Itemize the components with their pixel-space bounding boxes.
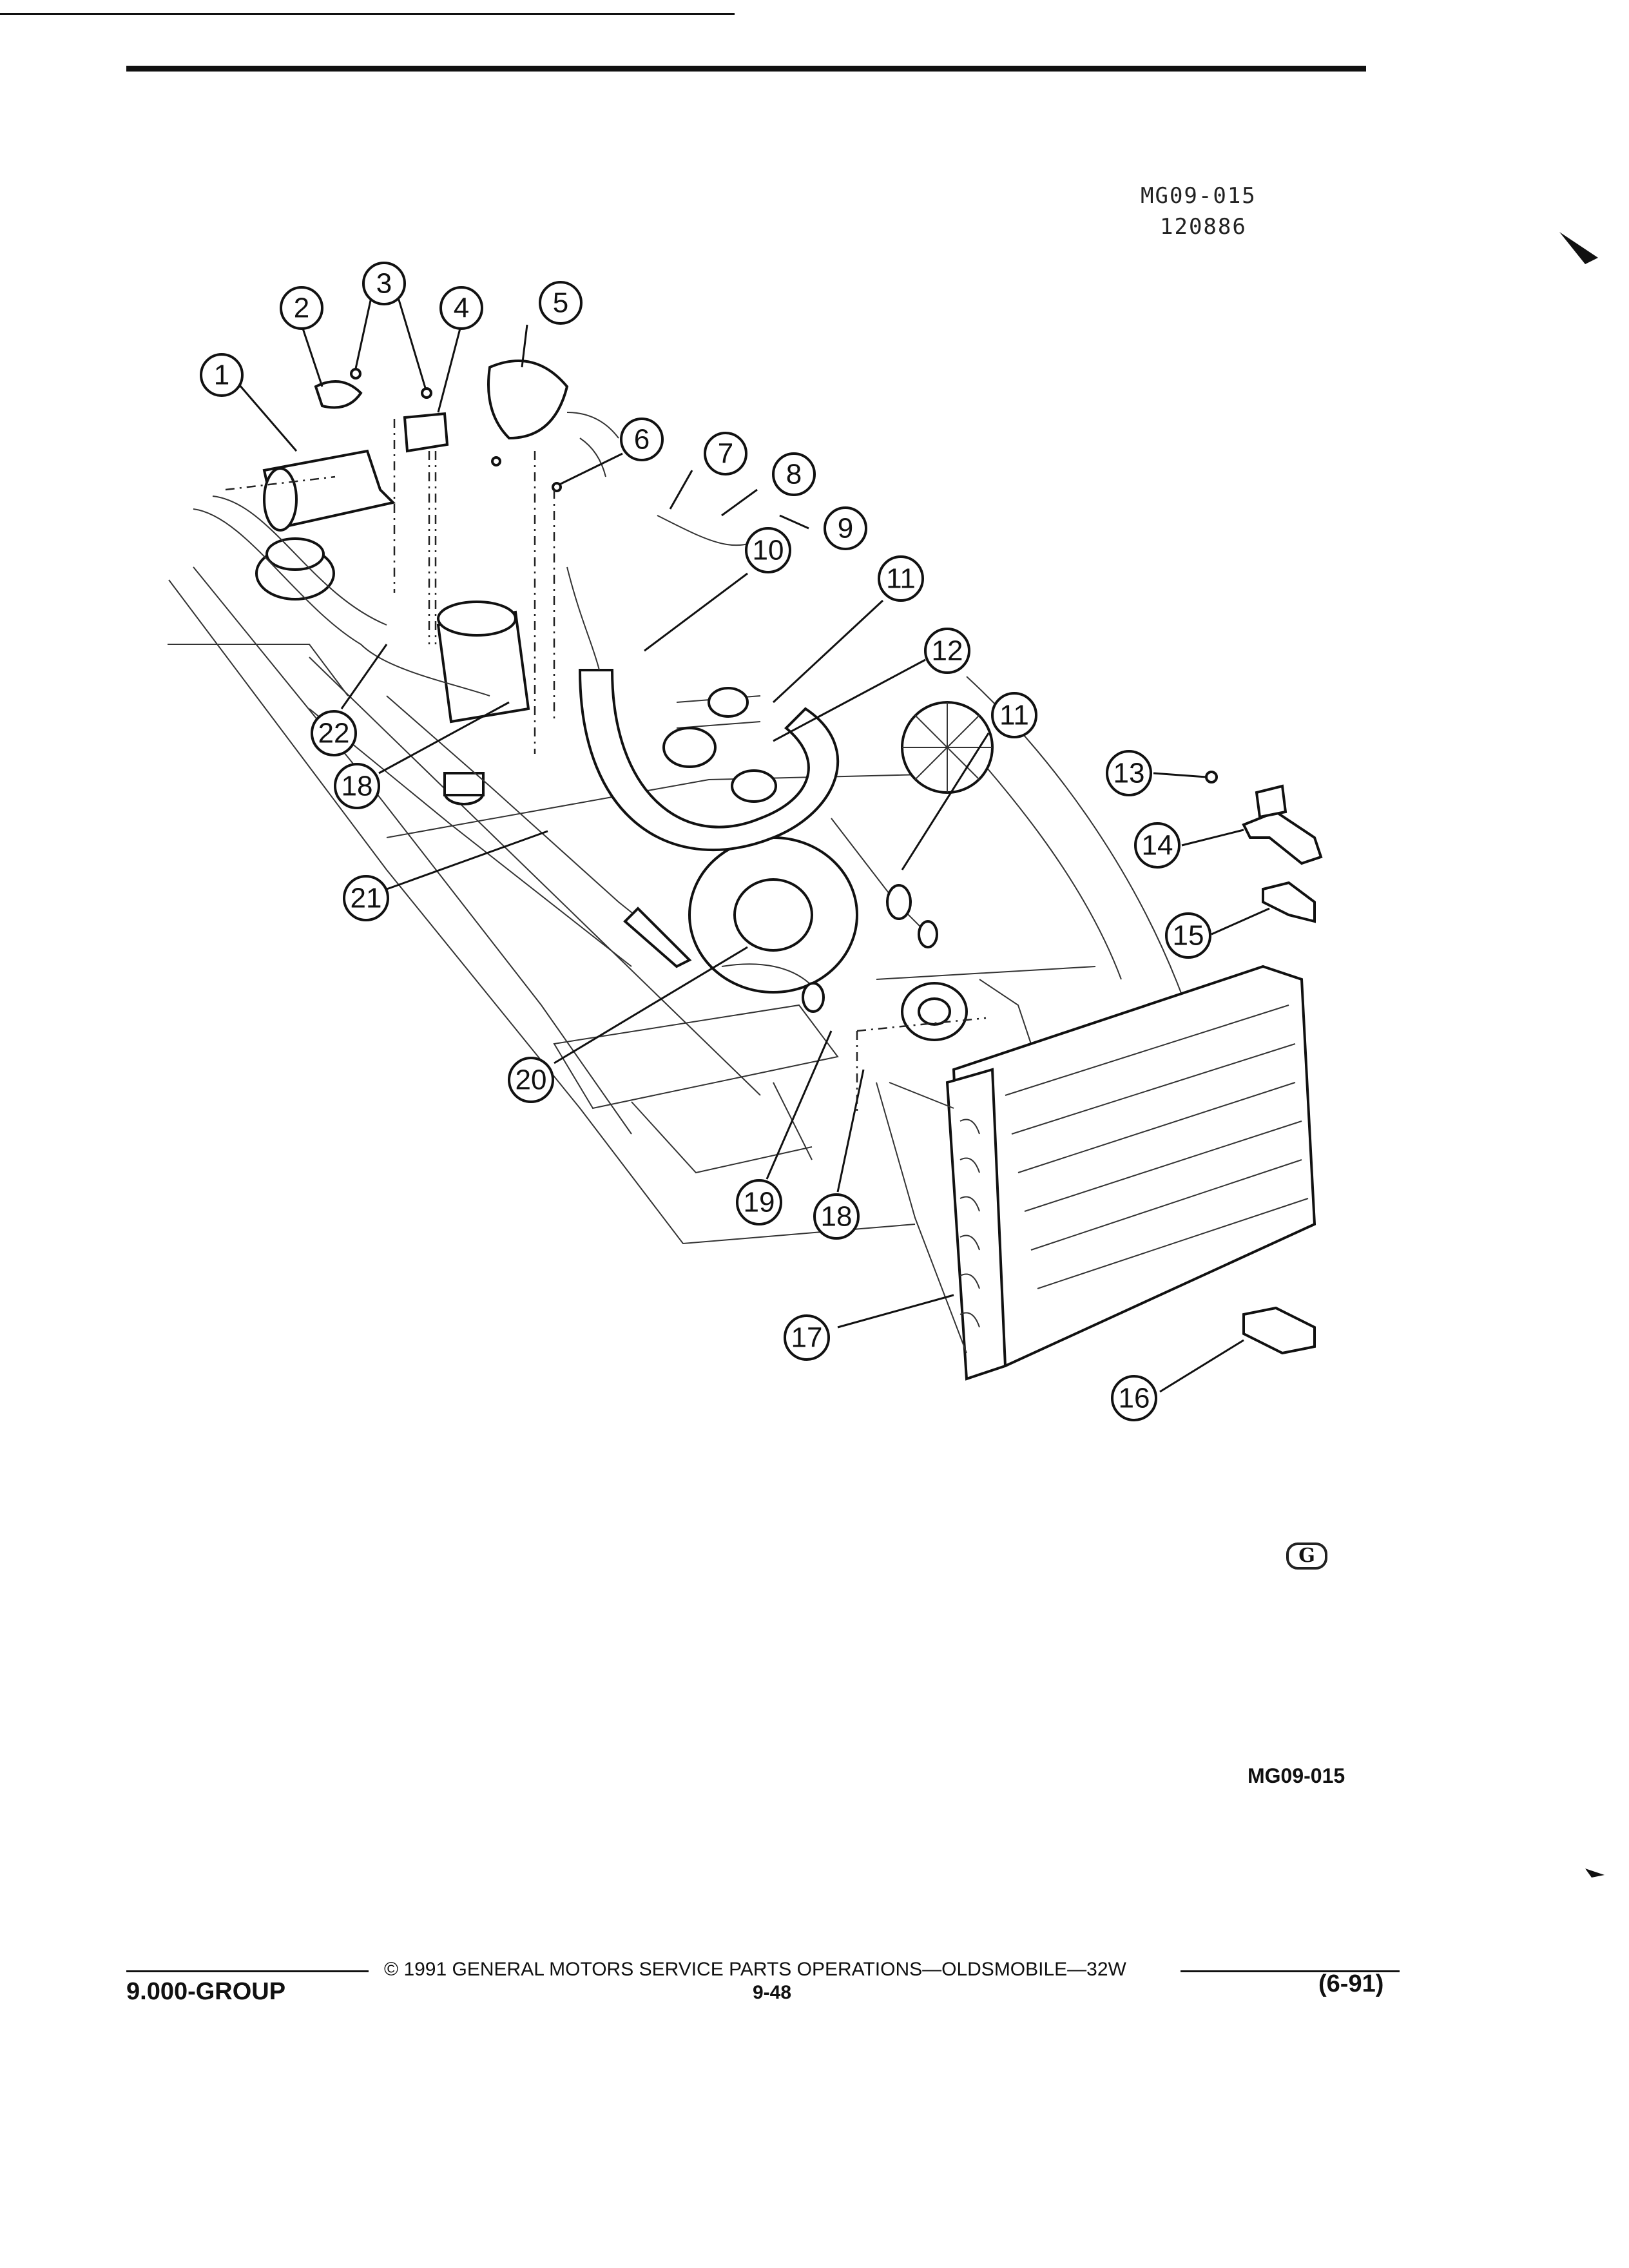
callout-label: 19: [744, 1187, 775, 1218]
callout-label: 1: [214, 360, 229, 391]
callout-5: 5: [539, 281, 583, 325]
callout-label: 2: [294, 293, 309, 324]
leader-lines: [238, 297, 1270, 1393]
callout-label: 4: [454, 293, 469, 324]
footer-page-number: 9-48: [753, 1982, 792, 2003]
callout-label: 17: [791, 1322, 823, 1354]
callout-label: 11: [999, 700, 1029, 731]
callout-label: 6: [634, 424, 650, 456]
figure-code-bottom: MG09-015: [1248, 1764, 1345, 1787]
g-mark-letter: G: [1298, 1544, 1315, 1567]
header-rule: [126, 66, 1366, 72]
g-mark-logo: G: [1286, 1542, 1327, 1570]
callout-label: 8: [786, 459, 802, 490]
callout-21: 21: [343, 875, 389, 921]
footer-revision: (6-91): [1318, 1970, 1384, 1997]
footer-group: 9.000-GROUP: [126, 1978, 286, 2005]
callout-label: 9: [838, 513, 853, 544]
figure-date: 120886: [1160, 214, 1247, 240]
callout-12: 12: [924, 628, 970, 674]
callout-label: 14: [1142, 830, 1173, 861]
footer-rule-left: [126, 1970, 369, 1972]
callout-8: 8: [772, 452, 816, 496]
condenser: [876, 965, 1316, 1381]
callout-10: 10: [745, 527, 791, 573]
callout-label: 7: [718, 438, 733, 470]
top-left-rule: [0, 13, 735, 15]
callout-19: 19: [736, 1179, 782, 1225]
callout-label: 11: [886, 563, 916, 595]
compressor-and-hoses: [193, 495, 1032, 1044]
callout-16: 16: [1111, 1375, 1157, 1421]
callout-11-lower: 11: [991, 692, 1037, 738]
callout-4: 4: [439, 286, 483, 330]
callout-label: 3: [376, 268, 392, 300]
callout-label: 10: [753, 535, 784, 566]
callout-17: 17: [784, 1314, 830, 1361]
callout-14: 14: [1134, 822, 1181, 869]
callout-label: 12: [932, 635, 963, 667]
callout-2: 2: [280, 286, 323, 330]
callout-label: 20: [516, 1064, 547, 1096]
mounting-brackets: [1205, 771, 1323, 1355]
callout-label: 15: [1173, 920, 1204, 952]
callout-label: 13: [1113, 758, 1145, 789]
callout-3: 3: [362, 262, 406, 305]
callout-18-lower: 18: [813, 1193, 860, 1240]
figure-code: MG09-015: [1141, 183, 1257, 209]
callout-9: 9: [824, 506, 867, 550]
callout-label: 18: [342, 771, 373, 802]
accumulator: [262, 449, 396, 532]
callout-label: 18: [821, 1201, 853, 1233]
callout-20: 20: [508, 1057, 554, 1103]
arrow-mark-icon: [1585, 1869, 1605, 1878]
callout-15: 15: [1165, 912, 1211, 959]
callout-18-upper: 18: [334, 763, 380, 809]
callout-1: 1: [200, 353, 244, 397]
callout-13: 13: [1106, 750, 1152, 796]
callout-11-upper: 11: [878, 555, 924, 602]
callout-6: 6: [620, 418, 664, 461]
footer-rule-right: [1181, 1970, 1400, 1972]
callout-7: 7: [704, 432, 747, 476]
callout-label: 16: [1119, 1383, 1150, 1414]
footer-copyright: © 1991 GENERAL MOTORS SERVICE PARTS OPER…: [384, 1959, 1126, 1980]
arrow-mark-icon: [1559, 232, 1598, 264]
callout-22: 22: [311, 710, 357, 756]
callout-label: 21: [351, 883, 382, 914]
callout-label: 22: [318, 718, 350, 749]
relay-and-switches: [314, 360, 619, 492]
callout-label: 5: [553, 287, 568, 319]
